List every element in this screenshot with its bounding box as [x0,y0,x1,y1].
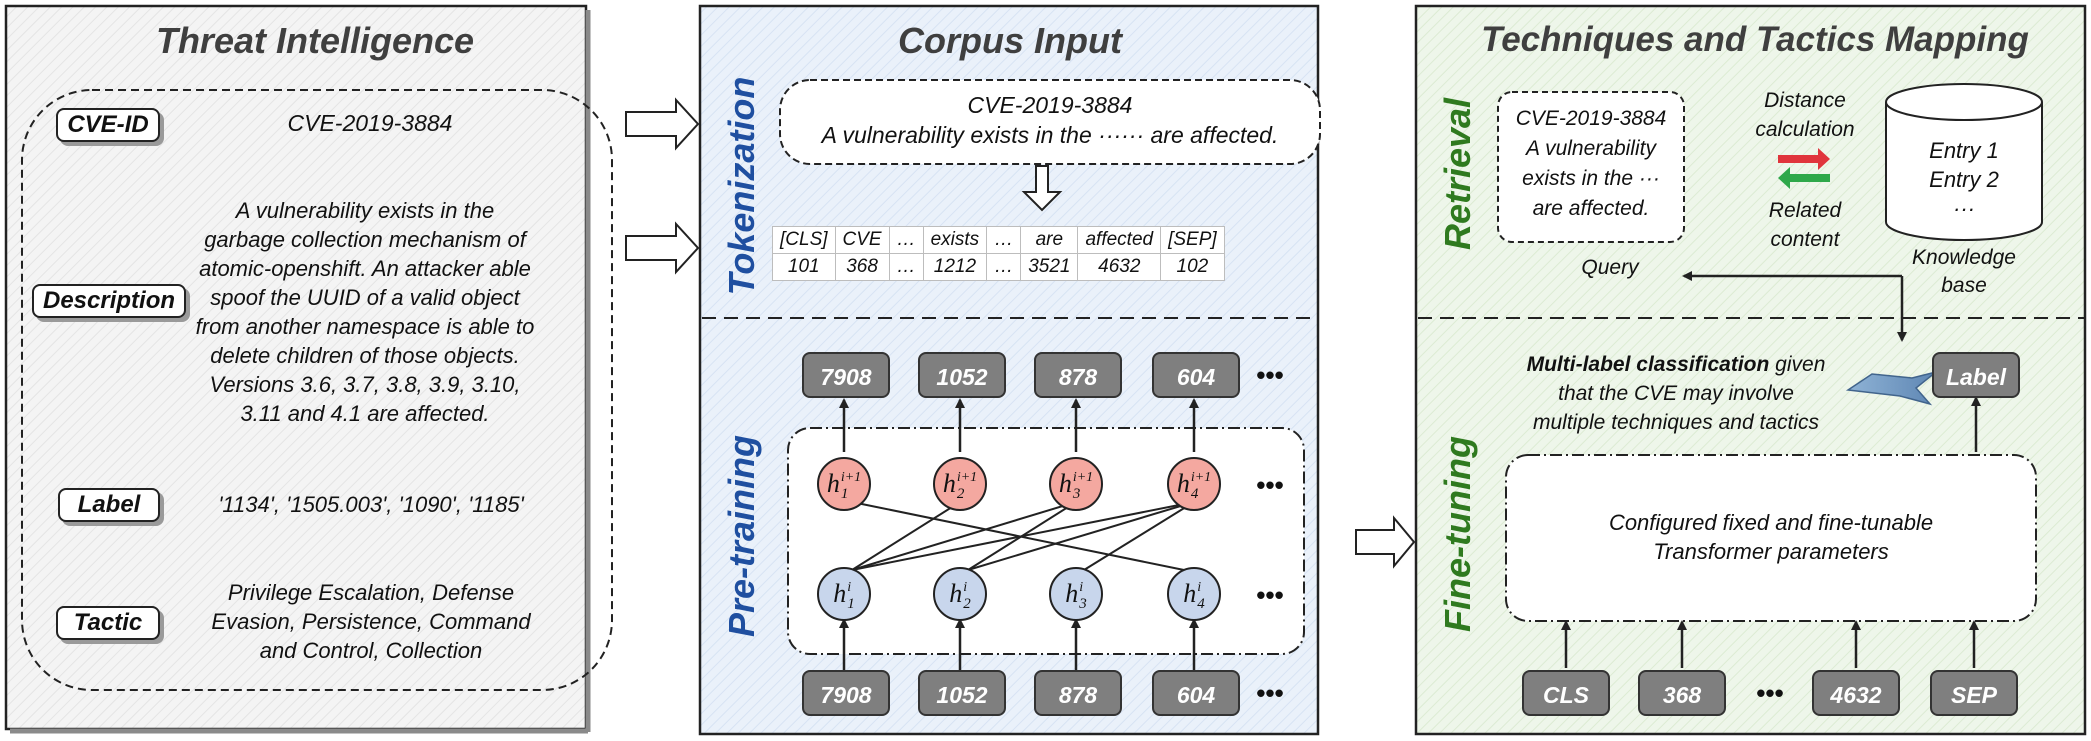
id-cell: 1212 [922,253,988,281]
token-cell: CVE [834,226,890,254]
cve-id-key: CVE-ID [56,108,160,142]
label-key: Label [58,488,160,522]
id-row: 101 368 … 1212 … 3521 4632 102 [772,253,1225,281]
corpus-input-sentence: A vulnerability exists in the ······ are… [821,122,1279,148]
token-row: [CLS] CVE … exists … are affected [SEP] [772,226,1225,254]
exchange-icon [1778,148,1830,189]
id-cell: 101 [772,253,836,281]
token-cell: affected [1077,226,1162,254]
input-ellipsis: ••• [1256,678,1284,708]
token-cell: [CLS] [772,226,836,254]
output-token: 878 [1034,352,1122,398]
tactic-text: Privilege Escalation, Defense Evasion, P… [211,580,531,663]
tokenization-label: Tokenization [721,76,762,296]
output-token: 604 [1152,352,1240,398]
token-cell: … [888,226,924,254]
output-token: 7908 [802,352,890,398]
query-text: CVE-2019-3884 A vulnerability exists in … [1515,107,1667,220]
knowledge-base-cylinder [1885,83,2043,241]
token-cell: exists [922,226,988,254]
label-token: Label [1932,352,2020,398]
description-text: A vulnerability exists in the garbage co… [195,198,535,426]
attention-connections [851,501,1195,571]
retrieval-arrows [1561,271,1981,668]
threat-title: Threat Intelligence [155,20,475,61]
input-token: 878 [1034,670,1122,716]
label-value: '1134', '1505.003', '1090', '1185' [218,492,524,517]
related-content-text: Related content [1768,199,1842,251]
knowledge-base-entries: Entry 1 Entry 2 ··· [1929,138,1999,221]
finetune-ellipsis: ••• [1756,678,1784,708]
flow-arrow-2 [625,221,700,275]
id-cell: 3521 [1020,253,1079,281]
finetune-input-token: 368 [1638,670,1726,716]
query-box [1497,91,1685,243]
distance-calculation-text: Distance calculation [1755,89,1855,141]
upper-node-ellipsis: ••• [1256,470,1284,500]
finetune-input-token: CLS [1522,670,1610,716]
pretrain-arrows [839,398,1199,670]
pointer-arrow [1845,371,1937,406]
tokenize-down-arrow [1021,165,1063,212]
transformer-params-box [1505,454,2037,622]
query-label: Query [1581,256,1639,279]
flow-arrow-1 [625,97,700,151]
finetune-input-token: SEP [1930,670,2018,716]
id-cell: … [888,253,924,281]
mapping-title: Techniques and Tactics Mapping [1481,20,2029,59]
input-token: 604 [1152,670,1240,716]
finetuning-label: Fine-tuning [1437,436,1478,632]
finetune-input-token: 4632 [1812,670,1900,716]
id-cell: 368 [834,253,890,281]
retrieval-label: Retrieval [1437,97,1478,251]
input-token: 7908 [802,670,890,716]
token-cell: … [986,226,1022,254]
description-key: Description [32,284,186,318]
corpus-input-box [779,79,1321,165]
id-cell: 4632 [1077,253,1162,281]
corpus-input-cve: CVE-2019-3884 [967,92,1133,118]
transformer-params-text: Configured fixed and fine-tunable Transf… [1608,510,1934,564]
output-ellipsis: ••• [1256,360,1284,390]
lower-node-ellipsis: ••• [1256,580,1284,610]
token-cell: [SEP] [1160,226,1225,254]
tactic-key: Tactic [56,606,160,640]
flow-arrow-3 [1355,515,1416,569]
token-cell: are [1020,226,1079,254]
output-token: 1052 [918,352,1006,398]
pretraining-label: Pre-training [721,434,762,638]
id-cell: … [986,253,1022,281]
input-token: 1052 [918,670,1006,716]
multilabel-text: Multi-label classification given that th… [1526,353,1826,434]
token-table: [CLS] CVE … exists … are affected [SEP] … [772,226,1225,281]
knowledge-base-caption: Knowledge base [1912,246,2016,297]
cve-id-value: CVE-2019-3884 [287,110,453,136]
threat-inner-frame [21,89,613,691]
id-cell: 102 [1160,253,1225,281]
corpus-title: Corpus Input [898,20,1122,61]
